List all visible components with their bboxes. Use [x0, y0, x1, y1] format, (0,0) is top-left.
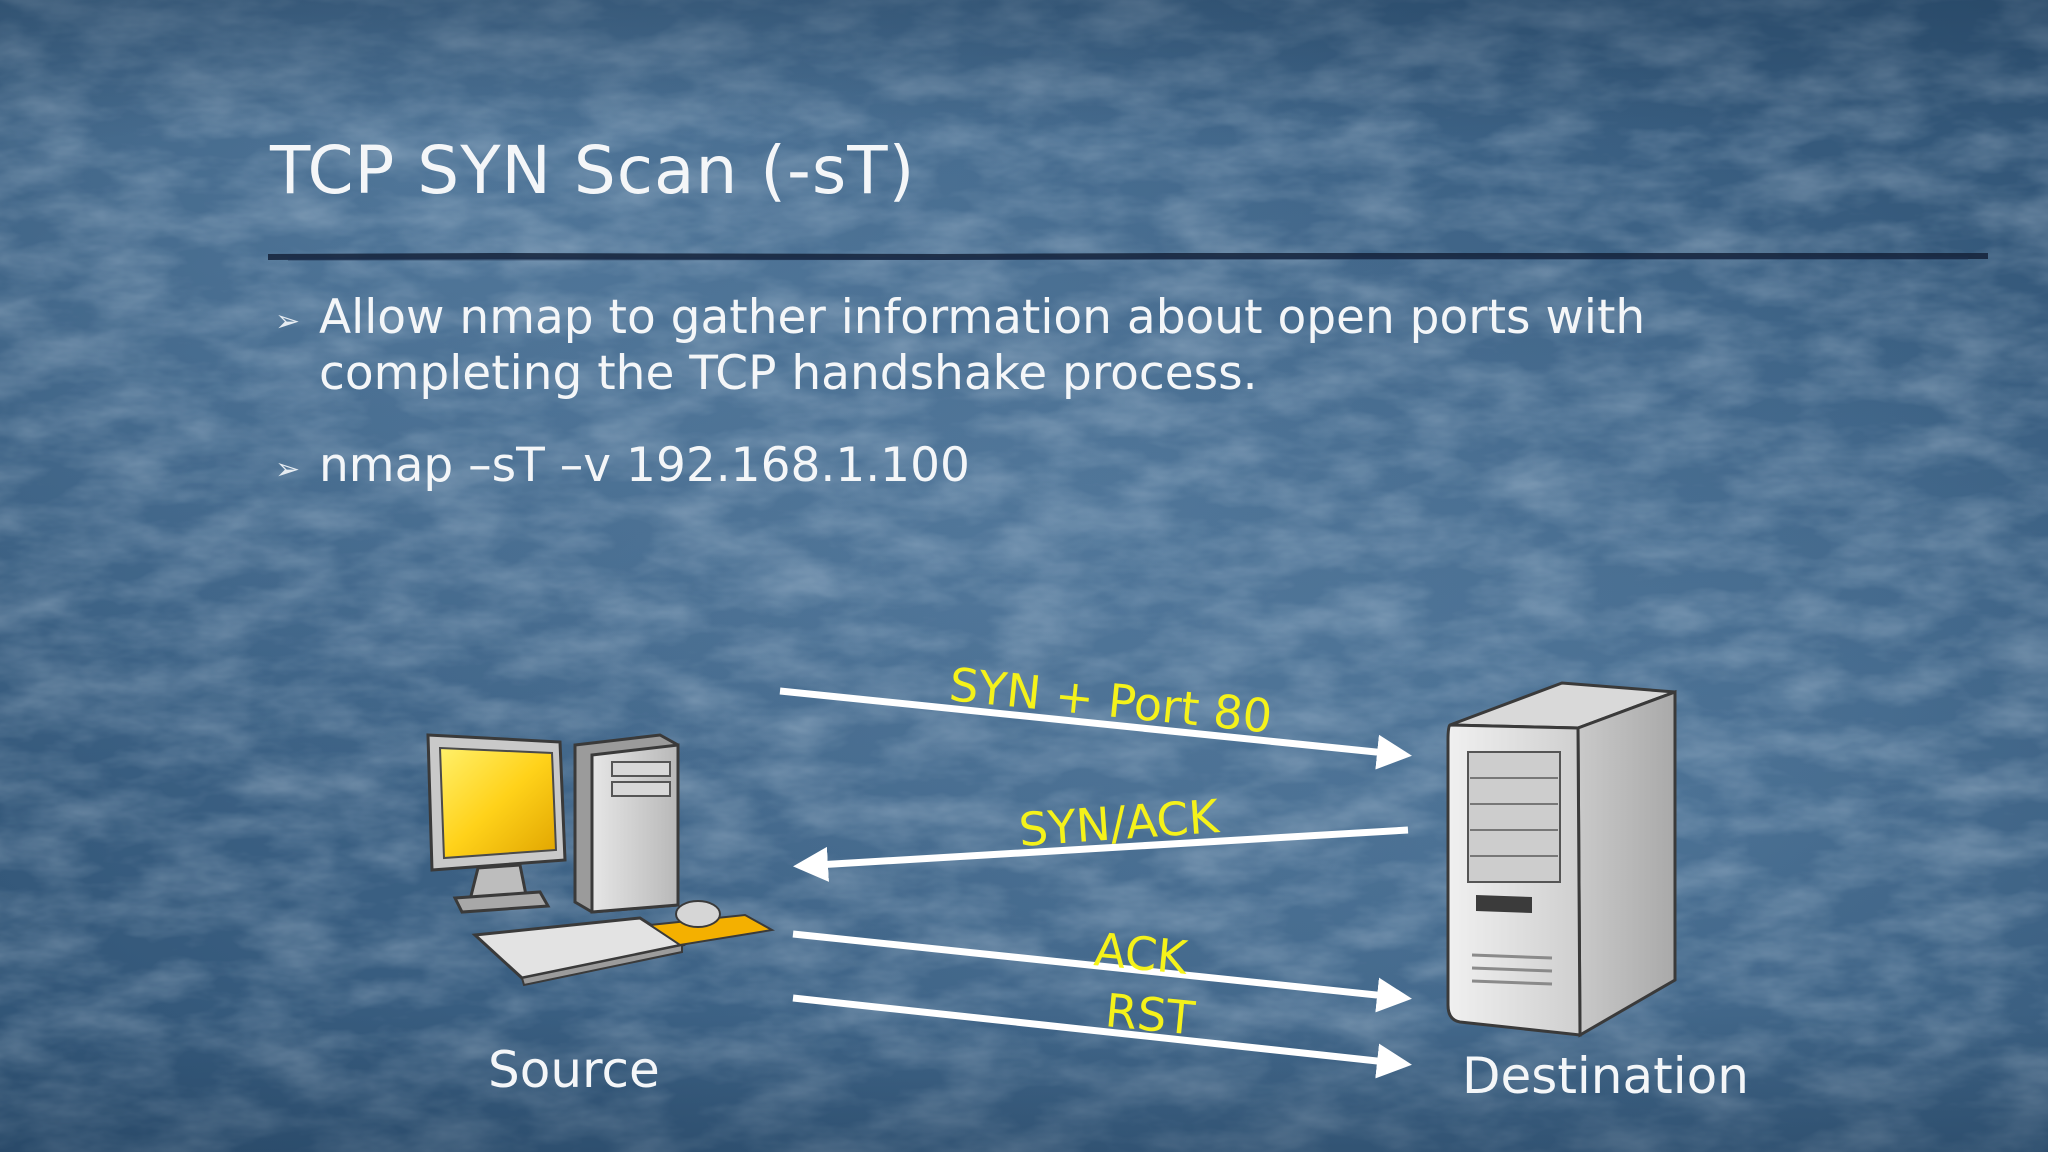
- source-label: Source: [488, 1041, 660, 1099]
- bullet-text: Allow nmap to gather information about o…: [319, 290, 1646, 401]
- ack-label: ACK: [1092, 922, 1192, 985]
- syn-label: SYN + Port 80: [947, 657, 1275, 743]
- bullet-text: nmap –sT –v 192.168.1.100: [319, 438, 970, 493]
- syn-arrow: [779, 687, 1412, 770]
- arrows: [779, 687, 1412, 1079]
- rst-arrow: [792, 994, 1412, 1079]
- bullet-list: ➢ Allow nmap to gather information about…: [275, 290, 1835, 530]
- destination-label: Destination: [1462, 1047, 1749, 1105]
- server-icon: [1446, 681, 1677, 1038]
- syn-ack-arrow: [793, 826, 1409, 882]
- slide-title: TCP SYN Scan (-sT): [270, 132, 916, 209]
- desktop-computer-icon: [426, 733, 776, 987]
- arrow-bullet-icon: ➢: [275, 452, 301, 487]
- syn-ack-label: SYN/ACK: [1017, 789, 1222, 857]
- title-underline: [268, 252, 1988, 261]
- arrow-bullet-icon: ➢: [275, 304, 301, 339]
- rst-label: RST: [1103, 983, 1198, 1045]
- bullet-item: ➢ nmap –sT –v 192.168.1.100: [275, 438, 1835, 494]
- ack-arrow: [792, 930, 1412, 1013]
- bullet-item: ➢ Allow nmap to gather information about…: [275, 290, 1835, 402]
